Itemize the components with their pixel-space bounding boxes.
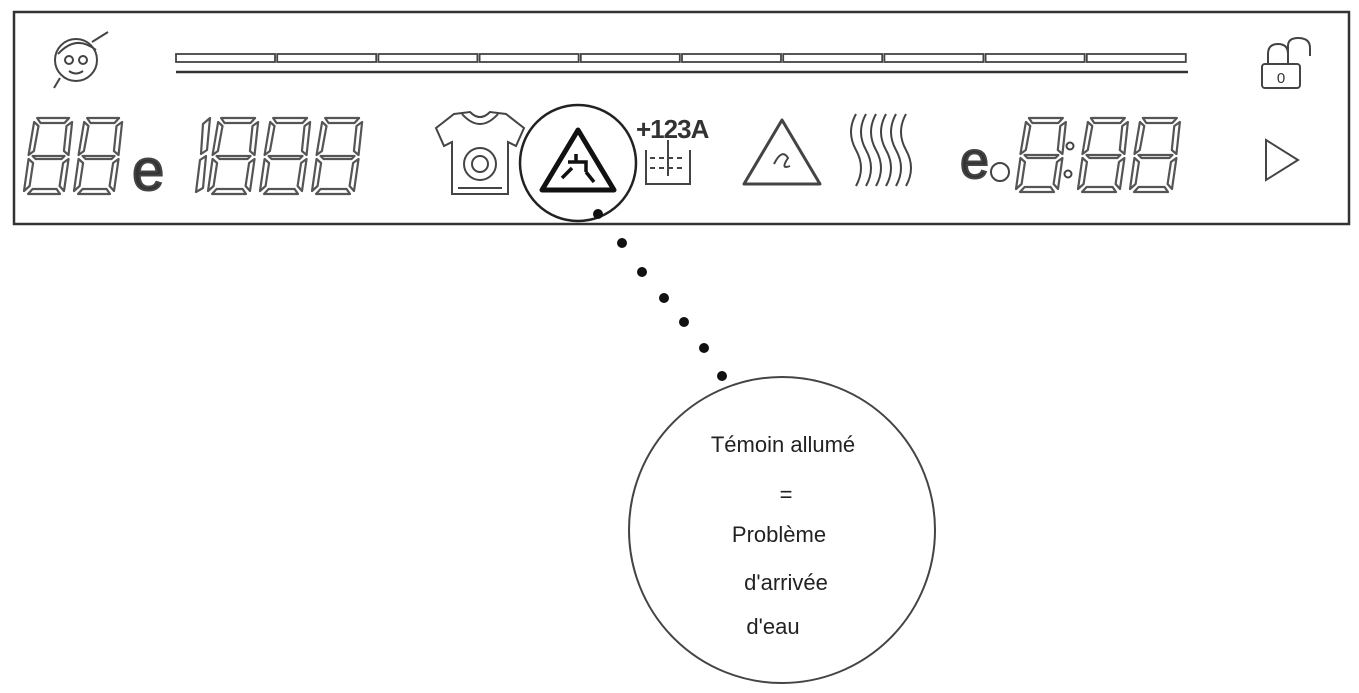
progress-bar [175,53,1188,74]
leader-dot [593,209,603,219]
progress-segment [782,53,884,63]
steam-icon [850,113,912,187]
child-lock-face-icon [53,31,109,89]
seven-segment-digit [258,116,312,196]
time-digits [1014,116,1181,194]
start-play-icon [1265,138,1300,182]
progress-segment [478,53,580,63]
seven-segment-digit [206,116,260,196]
leader-dot [699,343,709,353]
seven-segment-digit [1128,116,1181,194]
progress-segment [883,53,985,63]
leader-dot [617,238,627,248]
leader-dot [679,317,689,327]
progress-segment [377,53,479,63]
callout-line-2: = [779,482,793,507]
progress-segment [175,53,276,63]
progress-segment [276,53,378,63]
seven-segment-digit [1014,116,1067,194]
clock-icon [990,162,1010,182]
leader-dot [637,267,647,277]
progress-segment [1085,53,1187,63]
lock-counter: 0 [1277,70,1285,87]
spin-e-symbol: e [132,138,164,203]
leader-dot [659,293,669,303]
drain-pump-warning-icon [742,118,822,186]
progress-segments [175,53,1187,63]
seven-segment-digit [1076,116,1129,194]
extra-rinse-label: +123A [636,114,710,144]
seven-segment-digit [72,116,124,196]
timer-e-symbol: e [960,132,989,190]
left-digits-88 [22,116,124,196]
delay-timer-symbol: e [959,131,1010,191]
water-supply-warning-icon [539,127,617,193]
callout-line-5: d'eau [746,614,800,639]
progress-segment [579,53,681,63]
callout-line-4: d'arrivée [744,570,828,595]
callout-line-1: Témoin allumé [710,432,856,457]
callout-circle [628,376,936,684]
door-lock-open-icon: 0 [1261,36,1311,89]
time-colon-bottom [1063,169,1073,179]
extra-rinse-icon: +123A [636,114,711,185]
progress-segment [681,53,782,63]
shirt-wash-icon [434,110,526,195]
leader-dot [717,371,727,381]
callout-leader-dots [593,209,727,381]
seven-segment-digit [22,116,74,196]
display-panel [12,10,1351,226]
seven-segment-digit [310,116,364,196]
spin-speed-digits [206,116,364,196]
spin-leading-one [194,116,212,194]
progress-segment [984,53,1086,63]
time-colon-top [1065,141,1075,151]
callout-line-3: Problème [731,522,827,547]
